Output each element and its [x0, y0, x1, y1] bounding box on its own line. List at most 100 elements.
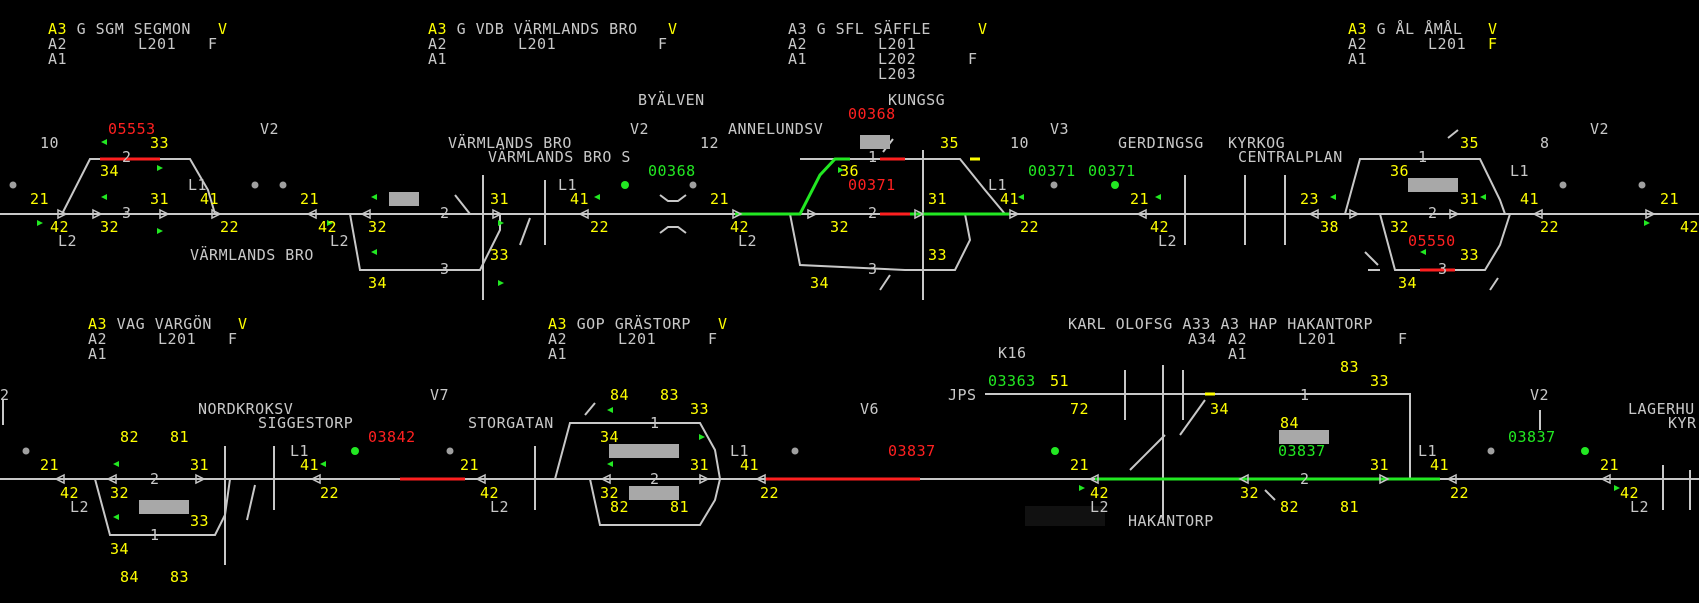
signal-label[interactable]: 36 — [1390, 162, 1410, 180]
signal-label[interactable]: 21 — [1070, 456, 1090, 474]
signal-label[interactable]: V6 — [860, 400, 880, 418]
signal-label[interactable]: 22 — [760, 484, 780, 502]
signal-label[interactable]: L1 — [188, 176, 208, 194]
train-number[interactable]: 05553 — [108, 120, 156, 138]
train-number[interactable]: 00368 — [848, 105, 896, 123]
signal-label[interactable]: 36 — [840, 162, 860, 180]
signal-label[interactable]: 84 — [610, 386, 630, 404]
signal-label[interactable]: 10 — [40, 134, 60, 152]
signal-label[interactable]: 32 — [368, 218, 388, 236]
signal-label[interactable]: 34 — [810, 274, 830, 292]
signal-label[interactable]: 22 — [1450, 484, 1470, 502]
signal-label[interactable]: 21 — [710, 190, 730, 208]
signal-label[interactable]: 21 — [1600, 456, 1620, 474]
signal-label[interactable]: 34 — [368, 274, 388, 292]
signal-label[interactable]: 32 — [100, 218, 120, 236]
signal-label[interactable]: 34 — [100, 162, 120, 180]
train-number[interactable]: 05550 — [1408, 232, 1456, 250]
signal-label[interactable]: 22 — [320, 484, 340, 502]
signal-label[interactable]: 35 — [1460, 134, 1480, 152]
signal-label[interactable]: L1 — [1418, 442, 1438, 460]
station-header-gop[interactable]: A3 GOP GRÄSTORP — [548, 317, 691, 332]
signal-label[interactable]: 41 — [740, 456, 760, 474]
signal-label[interactable]: 42 — [60, 484, 80, 502]
signal-label[interactable]: L1 — [290, 442, 310, 460]
signal-label[interactable]: 84 — [1280, 414, 1300, 432]
signal-label[interactable]: 42 — [1680, 218, 1699, 236]
train-number[interactable]: 03837 — [1278, 442, 1326, 460]
signal-label[interactable]: 33 — [150, 134, 170, 152]
signal-label[interactable]: 83 — [170, 568, 190, 586]
signal-label[interactable]: 41 — [1000, 190, 1020, 208]
signal-label[interactable]: L2 — [1630, 498, 1650, 516]
train-number[interactable]: 03837 — [1508, 428, 1556, 446]
signal-label[interactable]: 41 — [1520, 190, 1540, 208]
signal-label[interactable]: 42 — [730, 218, 750, 236]
signal-label[interactable]: V7 — [430, 386, 450, 404]
signal-label[interactable]: 2 — [0, 386, 10, 404]
signal-label[interactable]: 33 — [690, 400, 710, 418]
signal-label[interactable]: 34 — [110, 540, 130, 558]
signal-label[interactable]: 23 — [1300, 190, 1320, 208]
signal-label[interactable]: 33 — [928, 246, 948, 264]
train-number[interactable]: 00371 — [848, 176, 896, 194]
signal-label[interactable]: L1 — [730, 442, 750, 460]
signal-label[interactable]: 34 — [600, 428, 620, 446]
signal-label[interactable]: 22 — [1020, 218, 1040, 236]
train-number[interactable]: 00371 — [1088, 162, 1136, 180]
signal-label[interactable]: 83 — [1340, 358, 1360, 376]
signal-label[interactable]: 32 — [1240, 484, 1260, 502]
signal-label[interactable]: 21 — [30, 190, 50, 208]
signal-label[interactable]: 12 — [700, 134, 720, 152]
signal-label[interactable]: 82 — [610, 498, 630, 516]
signal-label[interactable]: V2 — [1590, 120, 1610, 138]
station-header-hap[interactable]: KARL OLOFSG A33 A3 HAP HAKANTORP — [1068, 317, 1373, 332]
signal-label[interactable]: 22 — [220, 218, 240, 236]
signal-label[interactable]: V3 — [1050, 120, 1070, 138]
signal-label[interactable]: 31 — [190, 456, 210, 474]
signal-label[interactable]: 42 — [1150, 218, 1170, 236]
train-number[interactable]: 03842 — [368, 428, 416, 446]
signal-label[interactable]: 21 — [40, 456, 60, 474]
signal-label[interactable]: V2 — [1530, 386, 1550, 404]
signal-label[interactable]: 41 — [1430, 456, 1450, 474]
signal-label[interactable]: 32 — [1390, 218, 1410, 236]
signal-label[interactable]: 33 — [490, 246, 510, 264]
signal-label[interactable]: 81 — [170, 428, 190, 446]
train-number[interactable]: 00371 — [1028, 162, 1076, 180]
signal-label[interactable]: 42 — [318, 218, 338, 236]
signal-label[interactable]: 21 — [1130, 190, 1150, 208]
signal-label[interactable]: 72 — [1070, 400, 1090, 418]
signal-label[interactable]: L2 — [490, 498, 510, 516]
train-number[interactable]: 03363 — [988, 372, 1036, 390]
signal-label[interactable]: 51 — [1050, 372, 1070, 390]
signal-label[interactable]: 83 — [660, 386, 680, 404]
signal-label[interactable]: 42 — [50, 218, 70, 236]
signal-label[interactable]: 31 — [1370, 456, 1390, 474]
signal-label[interactable]: L2 — [1090, 498, 1110, 516]
signal-label[interactable]: 31 — [690, 456, 710, 474]
signal-label[interactable]: 34 — [1398, 274, 1418, 292]
signal-label[interactable]: L2 — [330, 232, 350, 250]
train-number[interactable]: 03837 — [888, 442, 936, 460]
station-header-sgm[interactable]: A3 G SGM SEGMON — [48, 22, 191, 37]
signal-label[interactable]: 82 — [120, 428, 140, 446]
signal-label[interactable]: 35 — [940, 134, 960, 152]
signal-label[interactable]: 10 — [1010, 134, 1030, 152]
signal-label[interactable]: V2 — [260, 120, 280, 138]
signal-label[interactable]: 42 — [1620, 484, 1640, 502]
station-header-vag[interactable]: A3 VAG VARGÖN — [88, 317, 212, 332]
signal-label[interactable]: 41 — [200, 190, 220, 208]
signal-label[interactable]: 84 — [120, 568, 140, 586]
signal-label[interactable]: 38 — [1320, 218, 1340, 236]
signal-label[interactable]: 42 — [1090, 484, 1110, 502]
station-header-sfl[interactable]: A3 G SFL SÄFFLE — [788, 22, 931, 37]
signal-label[interactable]: 8 — [1540, 134, 1550, 152]
signal-label[interactable]: 31 — [1460, 190, 1480, 208]
station-header-vdb[interactable]: A3 G VDB VÄRMLANDS BRO — [428, 22, 638, 37]
signal-label[interactable]: 33 — [1460, 246, 1480, 264]
signal-label[interactable]: 21 — [300, 190, 320, 208]
signal-label[interactable]: 32 — [830, 218, 850, 236]
signal-label[interactable]: 81 — [1340, 498, 1360, 516]
signal-label[interactable]: 41 — [300, 456, 320, 474]
